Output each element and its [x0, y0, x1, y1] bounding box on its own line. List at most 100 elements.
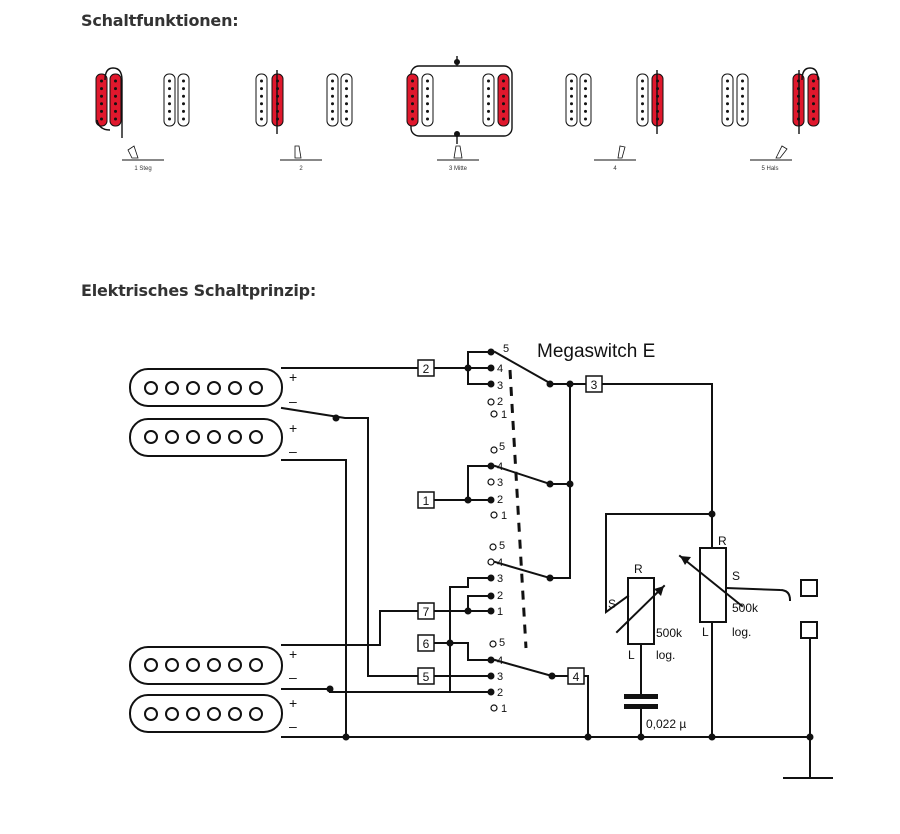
svg-text:5: 5	[503, 343, 509, 355]
coil-pole-dot	[726, 87, 729, 91]
coil-pole-dot	[570, 109, 573, 113]
coil-pole-dot	[502, 79, 505, 83]
pickup-3-plus: +	[289, 646, 297, 662]
coil-pole-dot	[502, 102, 505, 106]
volume-pot-s-label: S	[732, 569, 740, 583]
coil-pole-dot	[182, 94, 185, 98]
terminal-2-box	[417, 359, 435, 377]
tone-pot-s-label: S	[608, 597, 616, 611]
coil-pole-dot	[584, 109, 587, 113]
coil-pole-dot	[260, 94, 263, 98]
coil-pole-dot	[260, 79, 263, 83]
coil-pole-dot	[345, 109, 348, 113]
volume-pot-r-label: R	[718, 534, 727, 548]
capacitor-plate	[624, 694, 658, 699]
volume-pot-value: 500k	[732, 601, 759, 615]
coil-pole-dot	[741, 117, 744, 121]
tone-pot-r-label: R	[634, 562, 643, 576]
coil-pole-dot	[276, 109, 279, 113]
tone-pot-value: 500k	[656, 626, 683, 640]
coil-pole-dot	[114, 117, 117, 121]
position-4-label: 4	[613, 166, 617, 172]
pickup-coil-3	[129, 646, 283, 685]
tone-pot-l-label: L	[628, 648, 635, 662]
coil-pole-dot	[168, 117, 171, 121]
svg-text:2: 2	[497, 494, 503, 506]
coil-pole-dot	[411, 109, 414, 113]
pickup-coil-2	[129, 418, 283, 457]
terminal-2-label: 2	[423, 362, 430, 376]
coil-pole-dot	[656, 109, 659, 113]
svg-text:1: 1	[497, 606, 503, 618]
coil-pole-dot	[276, 79, 279, 83]
coil-pole-dot	[487, 117, 490, 121]
coil-pole-dot	[426, 79, 429, 83]
coil-pole-dot	[426, 102, 429, 106]
volume-pot-taper: log.	[732, 625, 751, 639]
coil-pole-dot	[656, 87, 659, 91]
coil-pole-dot	[100, 79, 103, 83]
coil-pole-dot	[276, 94, 279, 98]
svg-text:4: 4	[497, 557, 503, 569]
coil-pole-dot	[570, 102, 573, 106]
coil-pole-dot	[114, 109, 117, 113]
circuit-principle-heading: Elektrisches Schaltprinzip:	[81, 281, 317, 300]
coil-pole-dot	[641, 94, 644, 98]
coil-pole-dot	[487, 109, 490, 113]
coil-pole-dot	[570, 79, 573, 83]
coil-pole-dot	[345, 117, 348, 121]
coil-pole-dot	[426, 117, 429, 121]
coil-pole-dot	[100, 109, 103, 113]
coil-pole-dot	[641, 102, 644, 106]
coil-pole-dot	[182, 102, 185, 106]
volume-pot-l-label: L	[702, 625, 709, 639]
tone-pot-taper: log.	[656, 648, 675, 662]
coil-pole-dot	[502, 87, 505, 91]
pickup-4-minus: –	[289, 718, 297, 734]
coil-pole-dot	[502, 94, 505, 98]
coil-pole-dot	[641, 79, 644, 83]
coil-pole-dot	[182, 87, 185, 91]
coil-pole-dot	[411, 87, 414, 91]
coil-pole-dot	[797, 102, 800, 106]
terminal-7-box	[417, 602, 435, 620]
position-5-label: 5 Hals	[761, 166, 778, 172]
coil-pole-dot	[100, 94, 103, 98]
coil-pole-dot	[260, 102, 263, 106]
coil-pole-dot	[411, 117, 414, 121]
coil-pole-dot	[426, 87, 429, 91]
pickup-coil-1	[129, 368, 283, 407]
coil-pole-dot	[656, 117, 659, 121]
svg-text:2: 2	[497, 590, 503, 602]
terminal-5-label: 5	[423, 670, 430, 684]
coil-pole-dot	[797, 109, 800, 113]
coil-pole-dot	[797, 94, 800, 98]
coil-pole-dot	[487, 87, 490, 91]
coil-pole-dot	[487, 94, 490, 98]
pickup-3-minus: –	[289, 669, 297, 685]
coil-pole-dot	[426, 109, 429, 113]
svg-text:4: 4	[497, 655, 503, 667]
coil-pole-dot	[812, 102, 815, 106]
coil-pole-dot	[182, 117, 185, 121]
coil-pole-dot	[656, 94, 659, 98]
coil-pole-dot	[345, 102, 348, 106]
terminal-4-box	[567, 667, 585, 685]
coil-pole-dot	[168, 87, 171, 91]
coil-pole-dot	[656, 79, 659, 83]
svg-text:4: 4	[497, 461, 503, 473]
coil-pole-dot	[331, 94, 334, 98]
coil-pole-dot	[726, 117, 729, 121]
coil-pole-dot	[726, 102, 729, 106]
position-4-diagram: 4	[565, 70, 664, 172]
coil-pole-dot	[656, 102, 659, 106]
coil-pole-dot	[345, 79, 348, 83]
svg-text:2: 2	[497, 396, 503, 408]
coil-pole-dot	[570, 117, 573, 121]
coil-pole-dot	[812, 94, 815, 98]
terminal-1-label: 1	[423, 494, 430, 508]
terminal-6-label: 6	[423, 637, 430, 651]
junction-dots	[326, 348, 814, 741]
volume-wiper-arrow-icon	[680, 556, 691, 565]
coil-pole-dot	[584, 79, 587, 83]
